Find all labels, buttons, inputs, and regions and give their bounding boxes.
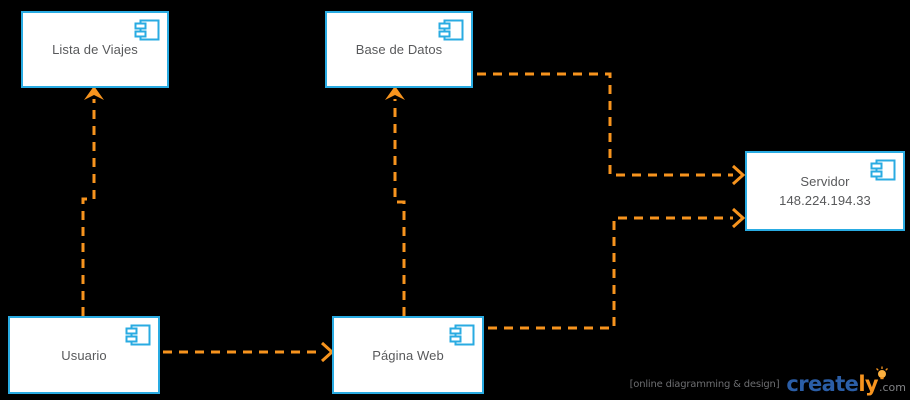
arrowhead-triangle (385, 86, 405, 100)
lightbulb-icon (876, 366, 888, 380)
component-label: Lista de Viajes (52, 42, 138, 57)
component-pagina-web[interactable]: Página Web (332, 316, 484, 394)
component-icon (125, 324, 151, 346)
connector-usuario-to-lista-de-viajes[interactable] (81, 86, 104, 316)
component-label: Servidor 148.224.194.33 (779, 174, 871, 208)
component-icon (449, 324, 475, 346)
creately-watermark[interactable]: [online diagramming & design] create ly … (629, 366, 906, 397)
arrowhead-chevron (731, 164, 746, 186)
creately-logo[interactable]: create ly .com (786, 366, 906, 396)
component-servidor[interactable]: Servidor 148.224.194.33 (745, 151, 905, 231)
component-usuario[interactable]: Usuario (8, 316, 160, 394)
watermark-tagline: [online diagramming & design] (629, 378, 780, 390)
component-label: Página Web (372, 347, 444, 363)
connector-pagina-web-to-servidor[interactable] (488, 207, 746, 330)
arrowhead-triangle (84, 86, 104, 100)
component-label: Base de Datos (355, 42, 443, 57)
connector-usuario-to-pagina-web[interactable] (163, 341, 335, 363)
watermark-brand-first: create (786, 372, 859, 396)
connector-base-de-datos-to-servidor[interactable] (477, 72, 746, 186)
component-icon (870, 159, 896, 181)
watermark-brand-second: ly (858, 372, 878, 396)
watermark-domain-suffix: .com (879, 381, 906, 394)
arrowhead-chevron (320, 341, 335, 363)
connector-pagina-web-to-base-de-datos[interactable] (385, 86, 406, 316)
component-lista-de-viajes[interactable]: Lista de Viajes (21, 11, 169, 88)
component-label: Usuario (61, 347, 107, 363)
arrowhead-chevron (731, 207, 746, 229)
component-base-de-datos[interactable]: Base de Datos (325, 11, 473, 88)
component-icon (134, 19, 160, 41)
component-icon (438, 19, 464, 41)
